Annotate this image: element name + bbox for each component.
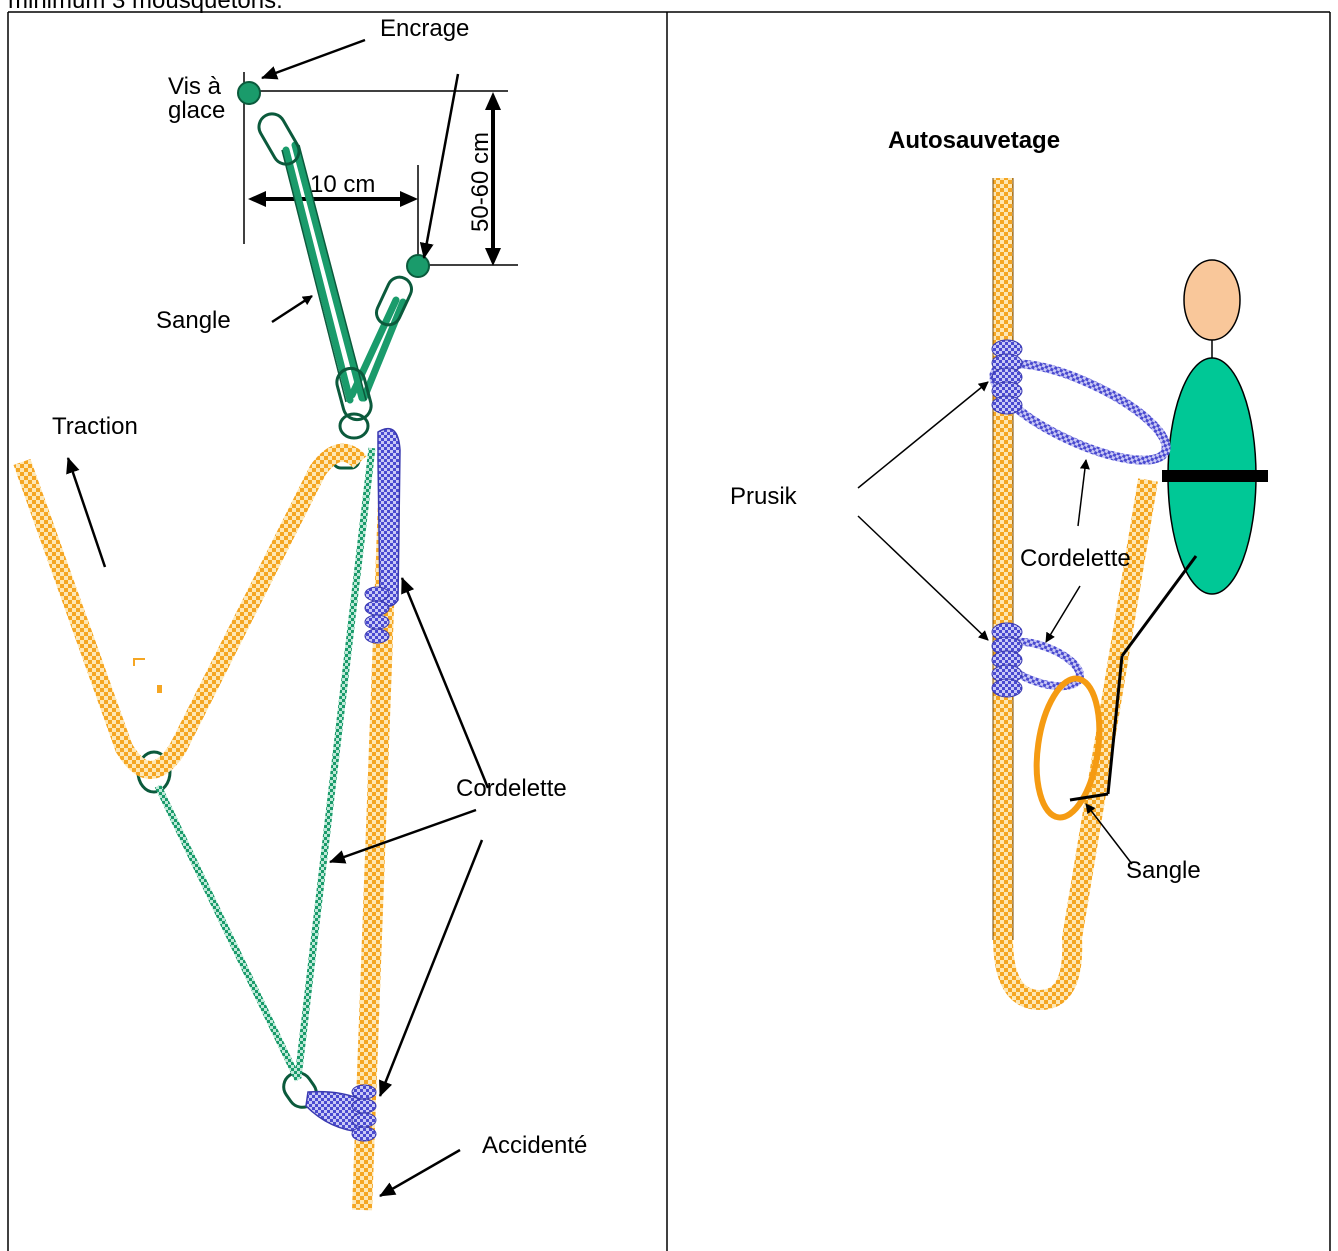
label-accidente: Accidenté: [482, 1132, 587, 1159]
rope-orange-left: [13, 443, 367, 779]
label-distance-v: 50-60 cm: [467, 132, 494, 232]
label-prusik: Prusik: [730, 483, 798, 510]
sling-orange: [1033, 675, 1103, 821]
right-arrows: [857, 381, 1133, 865]
table-frame: [7, 11, 1331, 1251]
stray-marks: [133, 658, 162, 693]
dimension-arrow-horizontal: [248, 191, 418, 207]
sling-green-outline: [281, 144, 367, 403]
top-caption: minimum 3 mousquetons.: [8, 0, 283, 14]
arrow-sangle-right: [1085, 803, 1133, 865]
carabiner-group: [136, 112, 413, 1109]
arrow-prusik-top: [857, 381, 989, 489]
arrow-encrage: [261, 38, 366, 80]
label-sangle-left: Sangle: [156, 307, 231, 334]
rope-orange-right: [993, 178, 1158, 1011]
right-panel: Autosauvetage: [730, 127, 1268, 1011]
label-encrage: Encrage: [380, 15, 469, 42]
label-cordelette-right: Cordelette: [1020, 545, 1131, 572]
arrow-screw: [419, 73, 460, 259]
arrow-cordelette-top: [400, 577, 490, 789]
left-arrows: [66, 38, 490, 1198]
arrow-accidente: [379, 1148, 461, 1198]
dimension-arrow-vertical: [485, 92, 501, 266]
label-vis-line2: glace: [168, 97, 225, 124]
arrow-prusik-bottom: [857, 515, 989, 641]
left-panel: Encrage Vis à glace 10 cm 50-60 cm Sangl…: [13, 15, 587, 1211]
label-vis-line1: Vis à: [168, 73, 222, 100]
arrow-cordelette-top-right: [1077, 459, 1090, 527]
label-sangle-right: Sangle: [1126, 857, 1201, 884]
tether-lines: [1069, 555, 1198, 802]
cordelette-bottom: [305, 1084, 377, 1142]
prusik-bottom: [991, 622, 1084, 698]
cord-green: [154, 447, 376, 1082]
person-head: [1183, 259, 1241, 341]
arrow-cordelette-green: [329, 808, 477, 864]
ice-screw-top: [237, 81, 261, 105]
label-cordelette-left: Cordelette: [456, 775, 567, 802]
harness-belt: [1162, 470, 1268, 482]
prusik-top: [989, 339, 1171, 465]
cordelette-top: [364, 427, 401, 644]
label-distance-h: 10 cm: [310, 171, 375, 198]
arrow-sangle: [271, 294, 313, 324]
arrow-cordelette-bottom: [378, 839, 484, 1097]
arrow-cordelette-bottom-right: [1045, 585, 1081, 643]
label-traction: Traction: [52, 413, 138, 440]
arrow-traction: [66, 457, 107, 568]
ice-screw-bottom: [406, 254, 430, 278]
rope-outline-right: [992, 178, 1014, 940]
sling-green: [282, 141, 407, 404]
label-autosauvetage: Autosauvetage: [888, 127, 1060, 154]
